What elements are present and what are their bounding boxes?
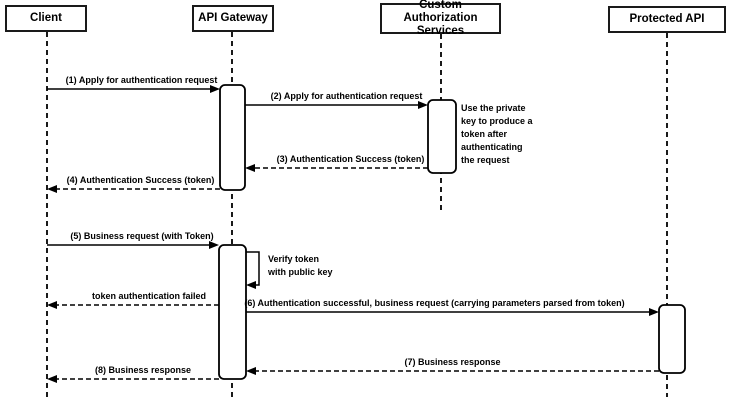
actor-label-protected-api: Protected API xyxy=(629,12,705,25)
msg-6-label: (6) Authentication successful, business … xyxy=(244,298,625,308)
private-key-note-line: key to produce a xyxy=(461,116,533,126)
msg-7-label: (7) Business response xyxy=(404,357,501,367)
msg-2-label: (2) Apply for authentication request xyxy=(270,91,423,101)
private-key-note-line: Use the private xyxy=(461,103,526,113)
verify-token-label: Verify token with public key xyxy=(268,253,333,279)
msg-6-arrowhead xyxy=(649,308,659,316)
activation-cas-auth xyxy=(427,99,457,174)
activation-protected-api-business xyxy=(658,304,686,374)
msg-4-label: (4) Authentication Success (token) xyxy=(66,175,215,185)
verify-token-loop xyxy=(246,251,260,286)
private-key-note: Use the private key to produce a token aft… xyxy=(461,102,533,167)
private-key-note-line: the request xyxy=(461,155,510,165)
private-key-note-line: token after xyxy=(461,129,508,139)
actor-custom-authorization-services: Custom Authorization Services xyxy=(380,0,501,37)
actor-label-custom-authorization-services: Custom Authorization Services xyxy=(403,0,478,38)
msg-token-failed-label: token authentication failed xyxy=(91,291,207,301)
private-key-note-line: authenticating xyxy=(461,142,523,152)
actor-client: Client xyxy=(5,5,87,32)
msg-5-arrowhead xyxy=(209,241,219,249)
msg-8-arrowhead xyxy=(47,375,57,383)
msg-7-arrowhead xyxy=(246,367,256,375)
msg-3-arrowhead xyxy=(245,164,255,172)
activation-gateway-auth xyxy=(219,84,246,191)
msg-4-arrowhead xyxy=(47,185,57,193)
actor-api-gateway: API Gateway xyxy=(192,5,274,32)
msg-token-failed-arrowhead xyxy=(47,301,57,309)
verify-token-arrowhead xyxy=(246,281,256,289)
msg-5-label: (5) Business request (with Token) xyxy=(70,231,214,241)
actor-label-client: Client xyxy=(30,11,62,24)
msg-8-label: (8) Business response xyxy=(94,365,192,375)
msg-3-label: (3) Authentication Success (token) xyxy=(276,154,425,164)
msg-1-arrowhead xyxy=(210,85,220,93)
verify-token-label-line: Verify token xyxy=(268,254,320,264)
msg-1-label: (1) Apply for authentication request xyxy=(65,75,218,85)
msg-2-arrowhead xyxy=(418,101,428,109)
actor-label-api-gateway: API Gateway xyxy=(198,11,268,24)
actor-protected-api: Protected API xyxy=(608,6,726,33)
verify-token-label-line: with public key xyxy=(268,267,333,277)
